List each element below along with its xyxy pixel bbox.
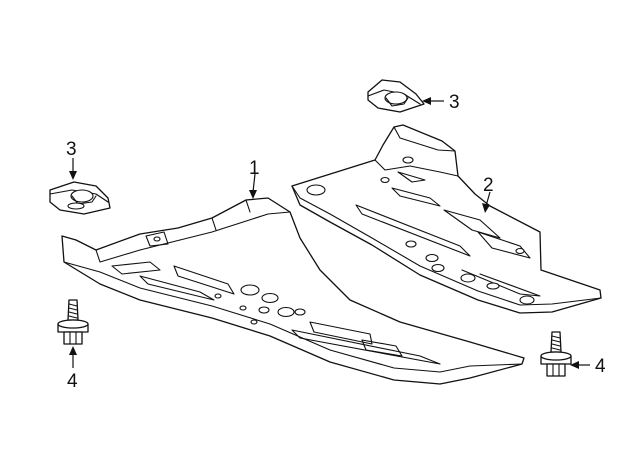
bolt-left (57, 299, 89, 345)
callout-4-left-label: 4 (67, 371, 78, 392)
rear-shield (291, 124, 602, 314)
front-shield (61, 197, 525, 385)
callout-2-label: 2 (483, 175, 494, 196)
bolt-right (540, 331, 572, 377)
retainer-clip-left (49, 181, 111, 215)
retainer-clip-right (367, 79, 425, 113)
callout-1-label: 1 (249, 158, 260, 179)
callout-4-right-label: 4 (595, 356, 606, 377)
leader-lines (69, 97, 590, 369)
callout-3-right-label: 3 (449, 92, 460, 113)
callout-3-left-label: 3 (66, 139, 77, 160)
callout-labels: 1 2 3 3 4 4 (66, 92, 606, 392)
